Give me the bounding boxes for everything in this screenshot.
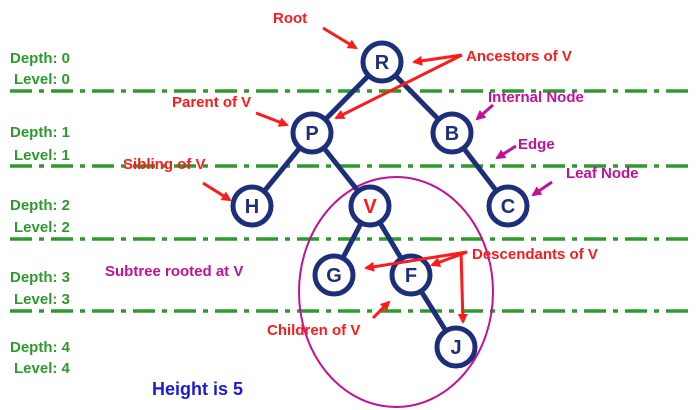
node-g: [312, 253, 356, 297]
level-label-1: Level: 1: [14, 147, 70, 164]
arrow-ancestor-p: [334, 53, 463, 120]
height-label: Height is 5: [152, 379, 243, 399]
node-label-j: J: [450, 337, 461, 359]
annotation-internal-node: Internal Node: [488, 89, 584, 106]
red-arrows: [202, 26, 468, 324]
node-label-g: G: [326, 265, 342, 287]
depth-label-1: Depth: 1: [10, 124, 70, 141]
node-label-p: P: [305, 123, 318, 145]
depth-label-0: Depth: 0: [10, 50, 70, 67]
level-label-2: Level: 2: [14, 219, 70, 236]
node-c: [486, 184, 530, 228]
node-f: [389, 253, 433, 297]
node-v: [348, 184, 392, 228]
depth-label-2: Depth: 2: [10, 197, 70, 214]
node-label-f: F: [405, 265, 417, 287]
node-j: [434, 325, 478, 369]
arrow-children: [371, 300, 391, 320]
annotation-labels: Root Ancestors of V Parent of V Internal…: [105, 10, 639, 339]
level-label-3: Level: 3: [14, 291, 70, 308]
arrow-internal-node: [475, 103, 494, 121]
annotation-ancestors: Ancestors of V: [466, 48, 572, 65]
annotation-parent: Parent of V: [172, 94, 251, 111]
annotation-subtree: Subtree rooted at V: [105, 263, 243, 280]
node-p: [290, 111, 334, 155]
annotation-sibling: Sibling of V: [123, 156, 206, 173]
node-b: [430, 111, 474, 155]
arrow-leaf-node: [531, 180, 553, 197]
depth-label-4: Depth: 4: [10, 339, 71, 356]
node-label-h: H: [245, 196, 259, 218]
arrow-ancestor-r: [412, 53, 463, 66]
depth-labels: Depth: 0 Level: 0 Depth: 1 Level: 1 Dept…: [10, 50, 71, 377]
annotation-root: Root: [273, 10, 307, 27]
magenta-arrows: [475, 103, 553, 197]
depth-label-3: Depth: 3: [10, 269, 70, 286]
level-label-4: Level: 4: [14, 360, 71, 377]
arrow-descendant-g: [364, 250, 468, 272]
node-label-b: B: [445, 123, 459, 145]
annotation-children: Children of V: [267, 322, 360, 339]
annotation-edge: Edge: [518, 136, 555, 153]
annotation-descendants: Descendants of V: [472, 246, 598, 263]
node-label-r: R: [375, 52, 390, 74]
node-r: [360, 40, 404, 84]
node-label-c: C: [501, 196, 515, 218]
node-labels: R P B H V C G F J: [245, 52, 515, 359]
arrow-sibling: [202, 181, 232, 202]
level-label-0: Level: 0: [14, 71, 70, 88]
node-label-v: V: [363, 196, 377, 218]
tree-nodes: [230, 40, 530, 369]
node-h: [230, 184, 274, 228]
annotation-leaf-node: Leaf Node: [566, 165, 639, 182]
arrow-edge: [495, 144, 517, 160]
arrow-parent: [255, 111, 289, 127]
arrow-descendant-j: [457, 251, 468, 324]
subtree-ellipse: [298, 176, 494, 408]
arrow-root: [322, 26, 358, 50]
